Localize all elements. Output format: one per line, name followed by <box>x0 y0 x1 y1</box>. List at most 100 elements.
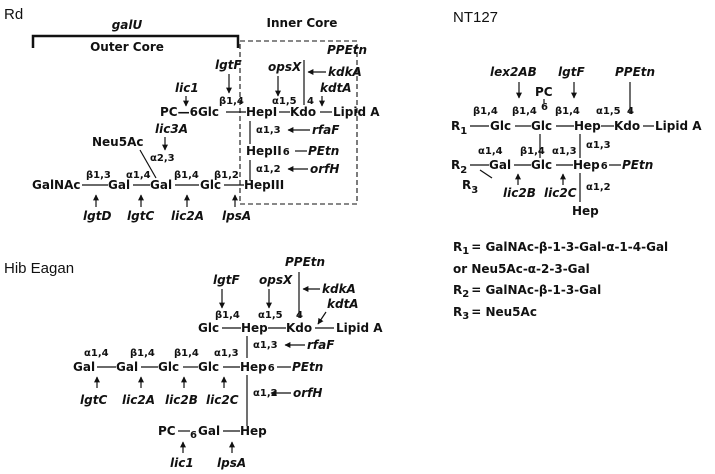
nt127-gal: Gal <box>489 158 511 172</box>
nt127-glc1: Glc <box>490 119 511 133</box>
nt127-a12-label: α1,2 <box>586 182 611 193</box>
nt127-lipid-a: Lipid A <box>655 119 702 133</box>
rd-b13-label: β1,3 <box>86 170 111 181</box>
rd-hepiii: HepIII <box>244 178 284 192</box>
hib-lic1: lic1 <box>170 456 194 470</box>
rd-lic1: lic1 <box>175 81 199 95</box>
rd-kdka: kdkA <box>328 65 362 79</box>
nt127-r2: R2 <box>451 158 467 176</box>
hib-opsx: opsX <box>259 273 293 287</box>
hib-b14-label: β1,4 <box>215 310 240 321</box>
rd-gal1: Gal <box>108 178 130 192</box>
rd-lpsa: lpsA <box>222 209 251 223</box>
inner-core-box <box>239 40 358 205</box>
rd-kdo: Kdo <box>290 105 316 119</box>
legend-r3: R3= Neu5Ac <box>453 305 537 322</box>
rd-4-label: 4 <box>307 96 314 107</box>
nt127-r3: R3 <box>462 178 478 196</box>
hib-panel: Hib Eagan PPEtn kdkA kdtA lgtF opsX β1,4… <box>4 255 383 470</box>
rd-panel: Rd galU Outer Core Inner Core PPEtn kdkA… <box>4 6 380 223</box>
nt127-a13-label: α1,3 <box>586 140 611 151</box>
outer-core-label: Outer Core <box>90 40 164 54</box>
rd-gal2: Gal <box>150 178 172 192</box>
nt127-panel: NT127 lex2AB lgtF PPEtn PC β1,4 β1,4 6 β… <box>451 9 702 218</box>
rd-glc: Glc <box>200 178 221 192</box>
rd-b12-label: β1,2 <box>214 170 239 181</box>
hib-lgtc: lgtC <box>80 393 107 407</box>
rd-kdta: kdtA <box>320 81 352 95</box>
rd-lic3a: lic3A <box>155 122 188 136</box>
legend-or-line: or Neu5Ac-α-2-3-Gal <box>453 262 590 276</box>
hib-lipid-a: Lipid A <box>336 321 383 335</box>
rd-lgtc: lgtC <box>127 209 154 223</box>
nt127-hep-b: Hep <box>572 204 599 218</box>
nt127-pc: PC <box>535 85 553 99</box>
nt127-lex2ab: lex2AB <box>490 65 537 79</box>
nt127-lic2c: lic2C <box>544 186 577 200</box>
rd-opsx: opsX <box>268 60 302 74</box>
hib-4-label: 4 <box>296 310 303 321</box>
hib-lic2c: lic2C <box>206 393 239 407</box>
hib-hep-b: Hep <box>240 424 267 438</box>
rd-pc6glc: PC—6Glc <box>160 105 219 119</box>
nt127-kdo: Kdo <box>614 119 640 133</box>
nt127-petn: PEtn <box>622 158 653 172</box>
rd-b14-label: β1,4 <box>219 96 244 107</box>
rd-b14b-label: β1,4 <box>174 170 199 181</box>
nt127-r3-bond <box>479 169 493 179</box>
nt127-title: NT127 <box>453 9 498 26</box>
hib-rfaf: rfaF <box>307 338 335 352</box>
nt127-r1: R1 <box>451 119 467 137</box>
rd-hepii: HepII6 <box>246 144 290 158</box>
nt127-ppetn: PPEtn <box>615 65 655 79</box>
hib-a13b-label: α1,3 <box>214 348 239 359</box>
legend-panel: R1= GalNAc-β-1-3-Gal-α-1-4-Gal or Neu5Ac… <box>453 240 668 322</box>
hib-orfh: orfH <box>293 386 322 400</box>
hib-kdta-arrow <box>317 311 327 325</box>
rd-lipid-a: Lipid A <box>333 105 380 119</box>
hib-a13-label: α1,3 <box>253 340 278 351</box>
hib-a14-label: α1,4 <box>84 348 109 359</box>
hib-pc: PC <box>158 424 176 438</box>
nt127-hep: Hep <box>574 119 601 133</box>
hib-lgtf: lgtF <box>213 273 240 287</box>
rd-orfh: orfH <box>310 162 339 176</box>
hib-kdta: kdtA <box>327 297 359 311</box>
hib-ppetn: PPEtn <box>285 255 325 269</box>
nt127-glc3: Glc <box>531 158 552 172</box>
nt127-a13b-label: α1,3 <box>552 146 577 157</box>
hib-title: Hib Eagan <box>4 260 74 277</box>
rd-lgtf: lgtF <box>215 58 242 72</box>
hib-lpsa: lpsA <box>217 456 246 470</box>
hib-hep: Hep <box>241 321 268 335</box>
legend-r2: R2= GalNAc-β-1-3-Gal <box>453 283 601 300</box>
hib-hep6: Hep6 <box>240 360 275 374</box>
nt127-a14-label: α1,4 <box>478 146 503 157</box>
nt127-b14d-label: β1,4 <box>520 146 545 157</box>
rd-petn: PEtn <box>308 144 339 158</box>
nt127-6-label: 6 <box>541 102 548 113</box>
hib-lic2b: lic2B <box>165 393 198 407</box>
outer-core-bracket <box>31 34 240 48</box>
galu-label: galU <box>112 18 143 32</box>
nt127-glc2: Glc <box>531 119 552 133</box>
hib-glc2: Glc <box>158 360 179 374</box>
rd-galnac: GalNAc <box>32 178 81 192</box>
hib-b14b-label: β1,4 <box>174 348 199 359</box>
rd-lic2a: lic2A <box>171 209 204 223</box>
rd-a13-label: α1,3 <box>256 125 281 136</box>
hib-petn: PEtn <box>292 360 323 374</box>
hib-gal2: Gal <box>116 360 138 374</box>
inner-core-label: Inner Core <box>267 16 338 30</box>
hib-lic2a: lic2A <box>122 393 155 407</box>
nt127-a15-label: α1,5 <box>596 106 621 117</box>
rd-title: Rd <box>4 6 23 23</box>
rd-rfaf: rfaF <box>312 123 340 137</box>
nt127-4-label: 4 <box>627 106 634 117</box>
nt127-b14a-label: β1,4 <box>473 106 498 117</box>
rd-a14-label: α1,4 <box>126 170 151 181</box>
hib-6b-label: 6 <box>190 430 197 441</box>
rd-lgtd: lgtD <box>83 209 111 223</box>
